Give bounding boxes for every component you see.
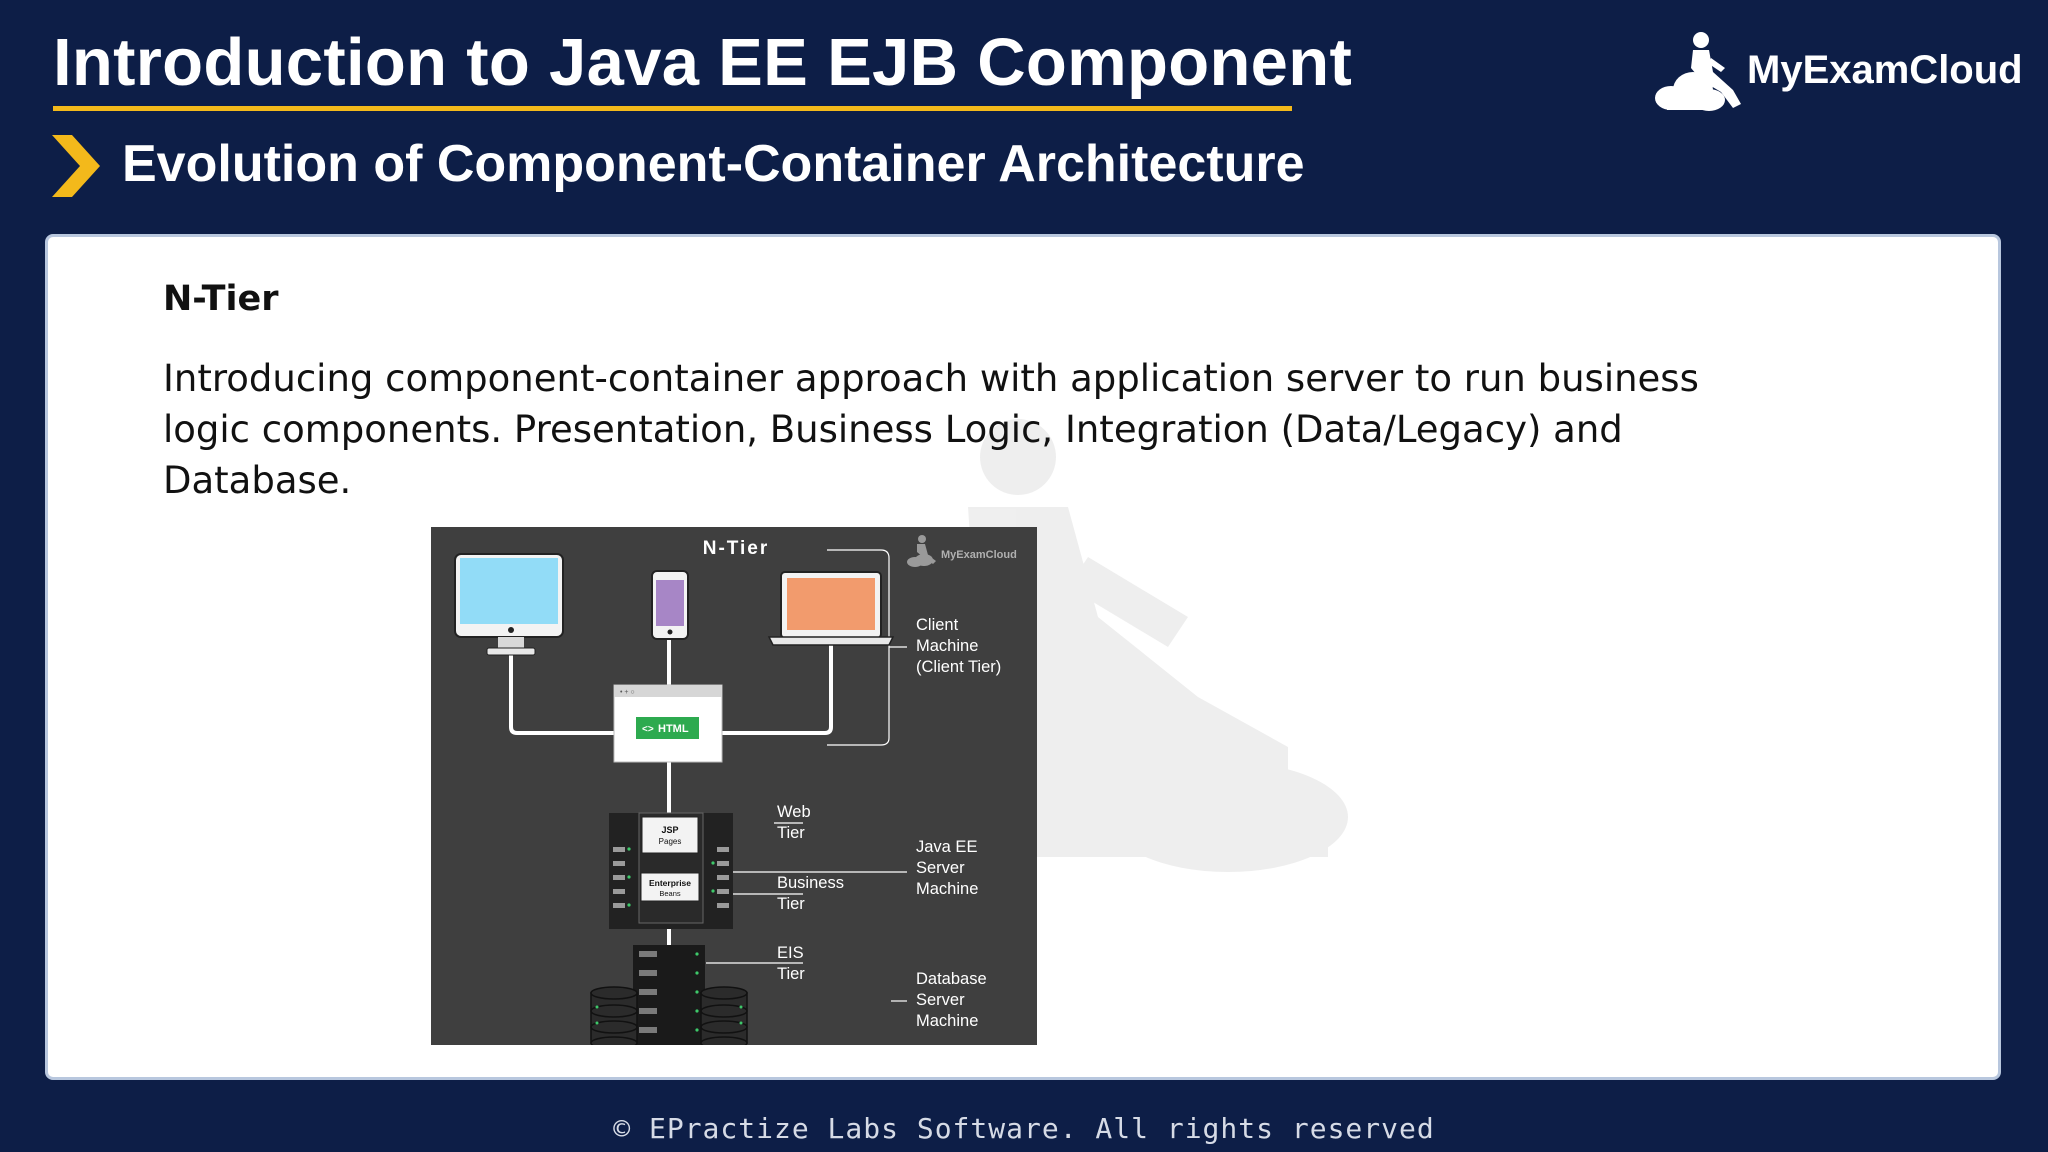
eis-tier-line1: EIS: [777, 944, 804, 962]
html-badge-label: HTML: [658, 723, 689, 735]
n-tier-diagram: N-Tier MyExamCloud: [431, 527, 1037, 1045]
jsp-label-line1: JSP: [661, 825, 678, 835]
body-paragraph: Introducing component-container approach…: [163, 357, 1699, 502]
server-label-line2: Server: [916, 859, 965, 877]
diagram-title: N-Tier: [703, 538, 770, 559]
html-badge: [636, 717, 699, 739]
svg-text:• + ○: • + ○: [620, 689, 635, 696]
db-label-line1: Database: [916, 970, 987, 988]
browser-window: • + ○ <> HTML: [613, 684, 723, 763]
ejb-box: [640, 872, 700, 902]
chevron-right-icon: [52, 135, 100, 197]
person-on-cloud-logo: [1655, 32, 1741, 111]
jsp-label-line2: Pages: [659, 837, 682, 846]
desktop-monitor-icon: [454, 553, 564, 656]
section-heading: N-Tier: [163, 279, 279, 319]
business-tier-line2: Tier: [777, 895, 805, 913]
client-label-line2: Machine: [916, 637, 978, 655]
client-label-line3: (Client Tier): [916, 658, 1001, 676]
html-badge-icon: <>: [642, 724, 654, 735]
content-panel: N-Tier Introducing component-container a…: [45, 234, 2001, 1080]
business-tier-line1: Business: [777, 874, 844, 892]
brand-logo: MyExamCloud: [1655, 28, 2023, 112]
smartphone-icon: [651, 570, 689, 640]
db-label-line2: Server: [916, 991, 965, 1009]
ejb-label-line1: Enterprise: [649, 878, 691, 888]
footer-copyright: © EPractize Labs Software. All rights re…: [613, 1112, 1435, 1145]
server-rack-icon: JSP Pages Enterprise Beans: [609, 812, 733, 929]
db-label-line3: Machine: [916, 1012, 978, 1030]
web-tier-line2: Tier: [777, 824, 805, 842]
slide-title: Introduction to Java EE EJB Component: [53, 25, 1353, 100]
diagram-brand-name: MyExamCloud: [941, 549, 1017, 561]
slide-subtitle: Evolution of Component-Container Archite…: [122, 135, 1305, 193]
eis-tier-line2: Tier: [777, 965, 805, 983]
diagram-brand-logo: MyExamCloud: [907, 535, 1017, 567]
database-cylinder-icon: [590, 945, 748, 1045]
jsp-box: [641, 816, 699, 854]
title-underline: [53, 106, 1292, 111]
client-label-line1: Client: [916, 616, 959, 634]
ejb-label-line2: Beans: [659, 889, 681, 898]
brand-name: MyExamCloud: [1747, 48, 2023, 92]
web-tier-line1: Web: [777, 803, 811, 821]
server-label-line3: Machine: [916, 880, 978, 898]
laptop-icon: [767, 571, 895, 646]
server-label-line1: Java EE: [916, 838, 977, 856]
